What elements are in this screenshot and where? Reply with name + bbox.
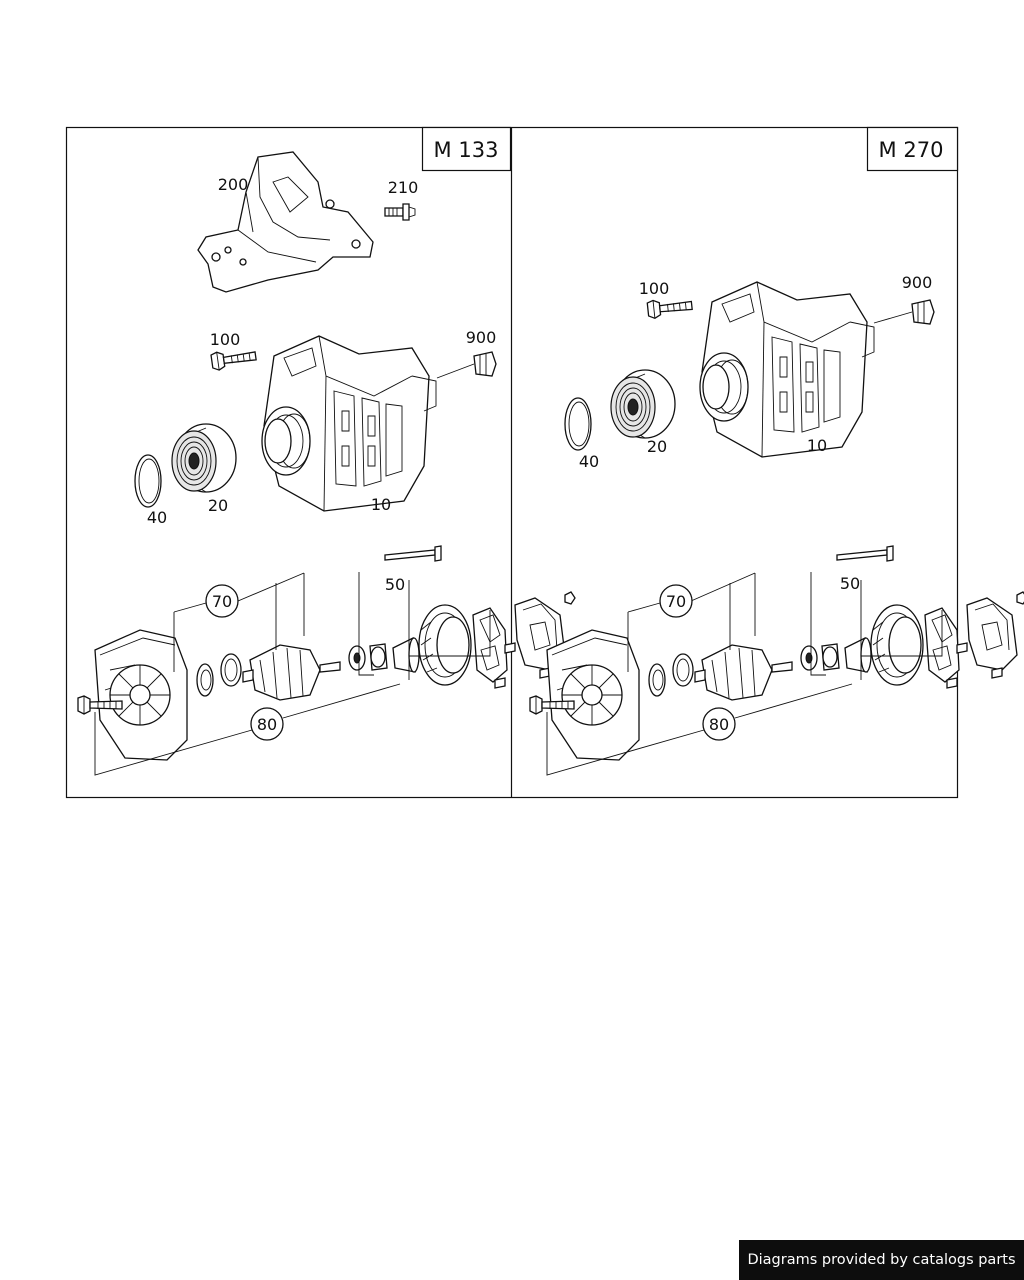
part-100-bolt[interactable]: [210, 346, 258, 372]
leader-50: [810, 572, 826, 676]
callout-900[interactable]: 900: [466, 328, 497, 347]
callout-100[interactable]: 100: [639, 279, 670, 298]
leader-80: [94, 712, 253, 776]
part-10-alternator[interactable]: [699, 281, 875, 458]
callout-10[interactable]: 10: [371, 495, 391, 514]
callout-900[interactable]: 900: [902, 273, 933, 292]
leader-50: [409, 610, 491, 657]
exploded-components: [94, 545, 576, 761]
part-40-oring[interactable]: [134, 454, 162, 508]
leader-80: [734, 683, 853, 719]
part-20-pulley[interactable]: [171, 423, 237, 493]
leader-900: [873, 311, 913, 324]
part-100-bolt[interactable]: [646, 295, 694, 320]
callout-20[interactable]: 20: [647, 437, 667, 456]
leader-70: [627, 602, 661, 613]
part-20-pulley[interactable]: [610, 369, 676, 439]
callout-70[interactable]: 70: [666, 592, 686, 611]
leader-50: [358, 572, 374, 676]
leader-70: [173, 602, 207, 613]
panel-m270: M 270 100 900 10 20 40 70 50: [529, 126, 1024, 776]
callout-20[interactable]: 20: [208, 496, 228, 515]
footer-credit: Diagrams provided by catalogs parts: [739, 1240, 1024, 1280]
part-200-heat-shield[interactable]: [197, 151, 374, 293]
callout-210[interactable]: 210: [388, 178, 419, 197]
leader-900: [436, 363, 475, 379]
leader-70: [237, 572, 305, 602]
panel-tag-box: [421, 126, 512, 172]
callout-80-circle: [702, 707, 736, 741]
part-210-stud[interactable]: [384, 203, 416, 221]
callout-80-circle: [250, 707, 284, 741]
callout-50[interactable]: 50: [385, 575, 405, 594]
exploded-components: [546, 545, 1024, 761]
leader-70: [690, 572, 756, 602]
part-900-connector[interactable]: [473, 351, 497, 377]
panel-tag-box: [866, 126, 959, 172]
callout-40[interactable]: 40: [579, 452, 599, 471]
part-10-alternator[interactable]: [261, 335, 437, 512]
leader-50: [861, 610, 943, 657]
callout-70-circle: [205, 584, 239, 618]
part-40-oring[interactable]: [564, 397, 592, 451]
callout-70-circle: [659, 584, 693, 618]
panel-m133: M 133 200 210 100 900 10 20 40 70: [77, 126, 576, 776]
panel-tag: M 270: [879, 138, 944, 162]
callout-50[interactable]: 50: [840, 574, 860, 593]
callout-80[interactable]: 80: [257, 715, 277, 734]
callout-200[interactable]: 200: [218, 175, 249, 194]
callout-80[interactable]: 80: [709, 715, 729, 734]
callout-100[interactable]: 100: [210, 330, 241, 349]
callout-40[interactable]: 40: [147, 508, 167, 527]
callout-70[interactable]: 70: [212, 592, 232, 611]
part-900-connector[interactable]: [911, 299, 935, 325]
leader-80: [546, 712, 705, 776]
panel-tag: M 133: [434, 138, 499, 162]
leader-80: [282, 683, 401, 719]
callout-10[interactable]: 10: [807, 436, 827, 455]
